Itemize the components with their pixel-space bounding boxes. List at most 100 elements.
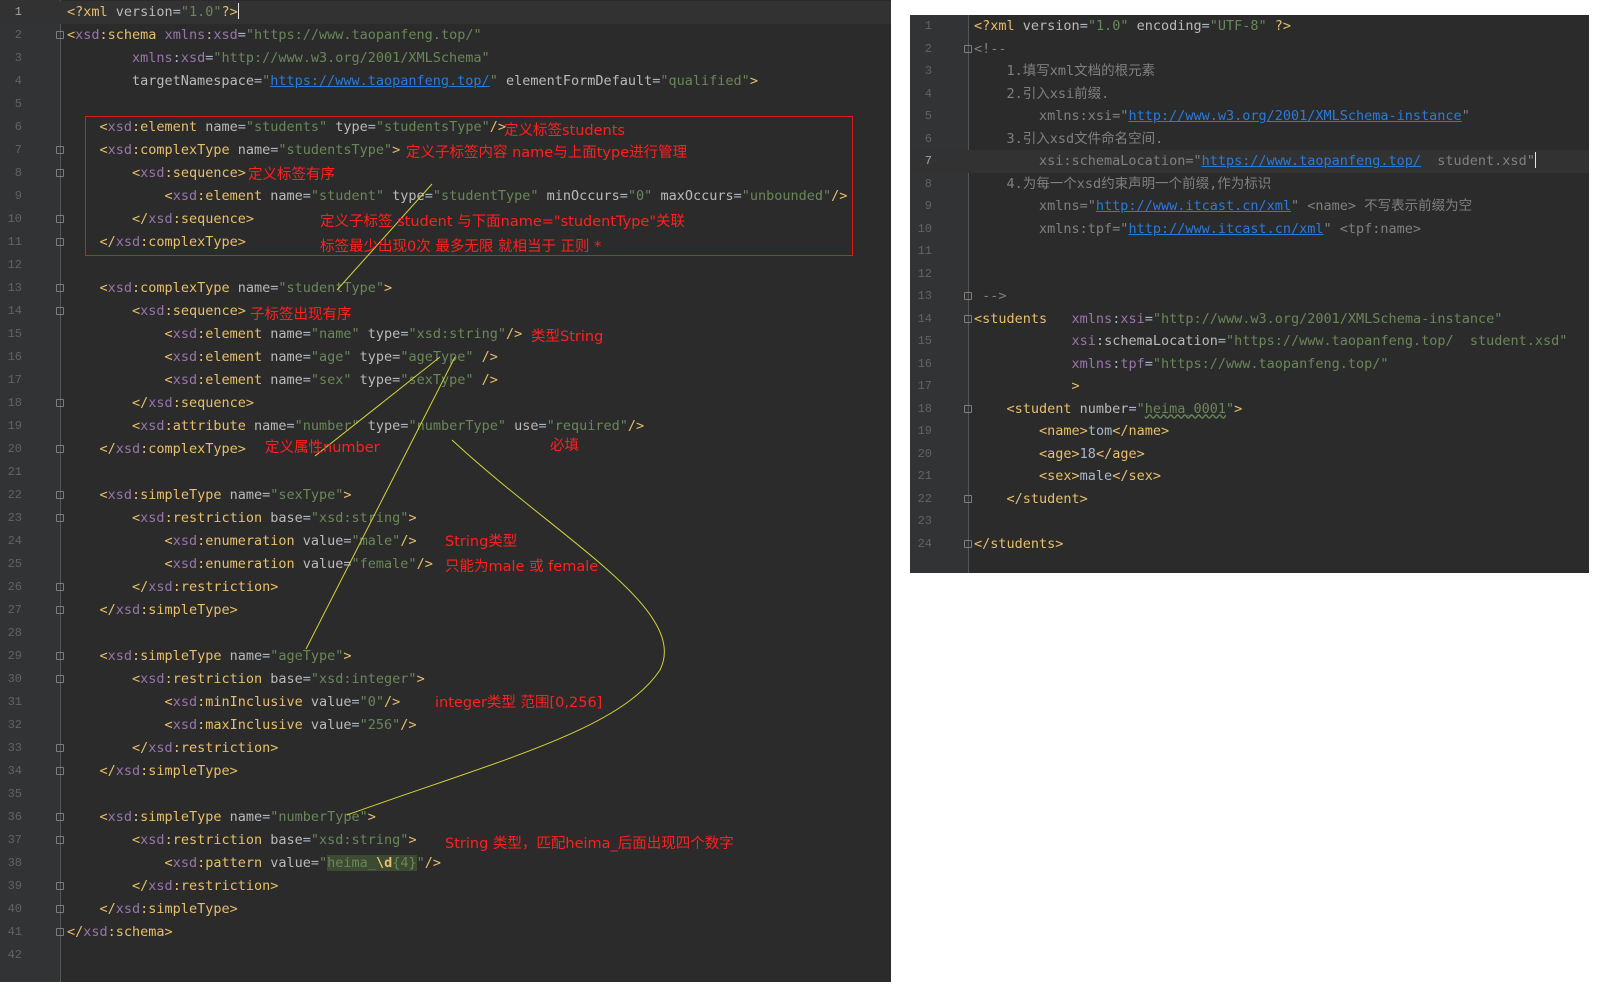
code-text[interactable]: </xsd:schema> — [67, 921, 173, 944]
code-line[interactable]: 21 <sex>male</sex> — [910, 465, 1589, 488]
code-line[interactable]: 9 xmlns="http://www.itcast.cn/xml" <name… — [910, 195, 1589, 218]
code-text[interactable]: xmlns:xsi="http://www.w3.org/2001/XMLSch… — [974, 105, 1470, 128]
code-line[interactable]: 12 — [0, 254, 891, 277]
code-text[interactable]: 1.填写xml文档的根元素 — [974, 60, 1156, 83]
code-text[interactable]: <xsd:complexType name="studentsType"> — [67, 139, 401, 162]
code-text[interactable]: <?xml version="1.0"?> — [67, 1, 240, 24]
fold-marker-icon[interactable] — [56, 928, 64, 936]
fold-marker-icon[interactable] — [964, 292, 972, 300]
code-text[interactable]: <xsd:simpleType name="numberType"> — [67, 806, 376, 829]
code-line[interactable]: 37 <xsd:restriction base="xsd:string"> — [0, 829, 891, 852]
code-line[interactable]: 39 </xsd:restriction> — [0, 875, 891, 898]
code-line[interactable]: 23 <xsd:restriction base="xsd:string"> — [0, 507, 891, 530]
code-line[interactable]: 1<?xml version="1.0"?> — [0, 1, 891, 24]
code-line[interactable]: 19 <xsd:attribute name="number" type="nu… — [0, 415, 891, 438]
code-line[interactable]: 1<?xml version="1.0" encoding="UTF-8" ?> — [910, 15, 1589, 38]
code-text[interactable]: 3.引入xsd文件命名空间. — [974, 128, 1164, 151]
code-line[interactable]: 23 — [910, 510, 1589, 533]
fold-marker-icon[interactable] — [56, 399, 64, 407]
code-line[interactable]: 16 xmlns:tpf="https://www.taopanfeng.top… — [910, 353, 1589, 376]
code-line[interactable]: 6 <xsd:element name="students" type="stu… — [0, 116, 891, 139]
code-text[interactable]: xmlns:tpf="https://www.taopanfeng.top/" — [974, 353, 1389, 376]
code-text[interactable]: <xsd:element name="sex" type="sexType" /… — [67, 369, 498, 392]
code-line[interactable]: 21 — [0, 461, 891, 484]
fold-marker-icon[interactable] — [56, 307, 64, 315]
code-text[interactable]: <xsd:maxInclusive value="256"/> — [67, 714, 417, 737]
code-line[interactable]: 7 xsi:schemaLocation="https://www.taopan… — [910, 150, 1589, 173]
code-line[interactable]: 30 <xsd:restriction base="xsd:integer"> — [0, 668, 891, 691]
code-line[interactable]: 38 <xsd:pattern value="heima_\d{4}"/> — [0, 852, 891, 875]
fold-marker-icon[interactable] — [964, 404, 972, 413]
code-line[interactable]: 7 <xsd:complexType name="studentsType"> — [0, 139, 891, 162]
code-text[interactable]: <?xml version="1.0" encoding="UTF-8" ?> — [974, 15, 1291, 38]
code-text[interactable]: </xsd:simpleType> — [67, 898, 238, 921]
code-text[interactable]: </xsd:sequence> — [67, 392, 254, 415]
fold-marker-icon[interactable] — [964, 494, 972, 503]
code-text[interactable]: <xsd:sequence> — [67, 162, 246, 185]
code-text[interactable]: targetNamespace="https://www.taopanfeng.… — [67, 70, 758, 93]
fold-marker-icon[interactable] — [964, 44, 972, 53]
code-line[interactable]: 41</xsd:schema> — [0, 921, 891, 944]
code-line[interactable]: 5 — [0, 93, 891, 116]
code-text[interactable]: <xsd:enumeration value="female"/> — [67, 553, 433, 576]
code-text[interactable]: <student number="heima_0001"> — [974, 398, 1243, 421]
fold-marker-icon[interactable] — [56, 31, 64, 39]
xml-editor-pane[interactable]: 1<?xml version="1.0" encoding="UTF-8" ?>… — [910, 15, 1589, 573]
code-line[interactable]: 5 xmlns:xsi="http://www.w3.org/2001/XMLS… — [910, 105, 1589, 128]
code-text[interactable]: <xsd:simpleType name="sexType"> — [67, 484, 352, 507]
code-line[interactable]: 14<students xmlns:xsi="http://www.w3.org… — [910, 308, 1589, 331]
code-text[interactable]: > — [974, 375, 1080, 398]
code-line[interactable]: 19 <name>tom</name> — [910, 420, 1589, 443]
code-line[interactable]: 18 </xsd:sequence> — [0, 392, 891, 415]
code-line[interactable]: 3 xmlns:xsd="http://www.w3.org/2001/XMLS… — [0, 47, 891, 70]
code-line[interactable]: 16 <xsd:element name="age" type="ageType… — [0, 346, 891, 369]
code-line[interactable]: 13 --> — [910, 285, 1589, 308]
fold-marker-icon[interactable] — [56, 215, 64, 223]
code-text[interactable]: </xsd:complexType> — [67, 438, 246, 461]
code-line[interactable]: 20 </xsd:complexType> — [0, 438, 891, 461]
code-line[interactable]: 3 1.填写xml文档的根元素 — [910, 60, 1589, 83]
fold-marker-icon[interactable] — [56, 675, 64, 683]
code-line[interactable]: 15 <xsd:element name="name" type="xsd:st… — [0, 323, 891, 346]
fold-marker-icon[interactable] — [56, 606, 64, 614]
fold-marker-icon[interactable] — [56, 238, 64, 246]
code-line[interactable]: 10 xmlns:tpf="http://www.itcast.cn/xml" … — [910, 218, 1589, 241]
code-text[interactable]: <students xmlns:xsi="http://www.w3.org/2… — [974, 308, 1502, 331]
code-text[interactable]: xmlns:tpf="http://www.itcast.cn/xml" <tp… — [974, 218, 1421, 241]
fold-marker-icon[interactable] — [56, 514, 64, 522]
code-line[interactable]: 24</students> — [910, 533, 1589, 556]
code-text[interactable]: <!-- — [974, 38, 1007, 61]
code-line[interactable]: 10 </xsd:sequence> — [0, 208, 891, 231]
code-line[interactable]: 40 </xsd:simpleType> — [0, 898, 891, 921]
code-line[interactable]: 27 </xsd:simpleType> — [0, 599, 891, 622]
code-line[interactable]: 12 — [910, 263, 1589, 286]
code-line[interactable]: 4 2.引入xsi前缀. — [910, 83, 1589, 106]
fold-marker-icon[interactable] — [964, 314, 972, 323]
fold-marker-icon[interactable] — [56, 491, 64, 499]
code-text[interactable]: </xsd:sequence> — [67, 208, 254, 231]
fold-marker-icon[interactable] — [56, 445, 64, 453]
code-text[interactable]: <xsd:minInclusive value="0"/> — [67, 691, 401, 714]
code-line[interactable]: 34 </xsd:simpleType> — [0, 760, 891, 783]
code-line[interactable]: 22 <xsd:simpleType name="sexType"> — [0, 484, 891, 507]
code-text[interactable]: xsi:schemaLocation="https://www.taopanfe… — [974, 150, 1537, 173]
fold-marker-icon[interactable] — [56, 882, 64, 890]
fold-marker-icon[interactable] — [56, 905, 64, 913]
code-text[interactable]: <age>18</age> — [974, 443, 1145, 466]
code-text[interactable]: xmlns="http://www.itcast.cn/xml" <name> … — [974, 195, 1472, 218]
code-line[interactable]: 4 targetNamespace="https://www.taopanfen… — [0, 70, 891, 93]
code-text[interactable]: </student> — [974, 488, 1088, 511]
code-line[interactable]: 29 <xsd:simpleType name="ageType"> — [0, 645, 891, 668]
code-line[interactable]: 17 <xsd:element name="sex" type="sexType… — [0, 369, 891, 392]
code-text[interactable]: </xsd:restriction> — [67, 875, 278, 898]
fold-marker-icon[interactable] — [56, 146, 64, 154]
code-line[interactable]: 6 3.引入xsd文件命名空间. — [910, 128, 1589, 151]
code-line[interactable]: 26 </xsd:restriction> — [0, 576, 891, 599]
fold-marker-icon[interactable] — [56, 744, 64, 752]
code-text[interactable]: xmlns:xsd="http://www.w3.org/2001/XMLSch… — [67, 47, 490, 70]
code-text[interactable]: xsi:schemaLocation="https://www.taopanfe… — [974, 330, 1568, 353]
code-text[interactable]: <xsd:complexType name="studentType"> — [67, 277, 393, 300]
code-text[interactable]: <xsd:element name="students" type="stude… — [67, 116, 506, 139]
code-line[interactable]: 28 — [0, 622, 891, 645]
code-text[interactable]: </xsd:simpleType> — [67, 599, 238, 622]
